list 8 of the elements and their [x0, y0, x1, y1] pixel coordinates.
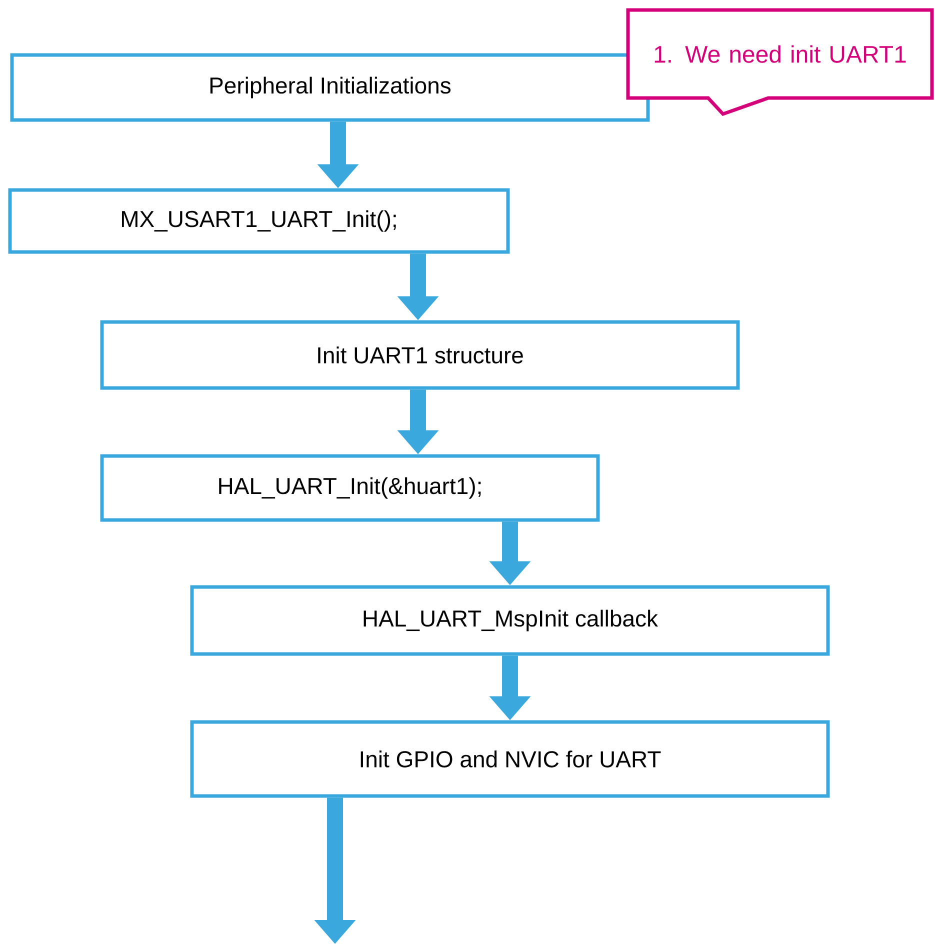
process-box: MX_USART1_UART_Init(); [8, 188, 510, 254]
node-label: 1. We need init UART1 [654, 45, 906, 63]
process-box: HAL_UART_MspInit callback [190, 585, 830, 656]
process-box: Init GPIO and NVIC for UART [190, 720, 830, 798]
callout: 1. We need init UART1 [626, 8, 934, 116]
process-box: Init UART1 structure [100, 320, 740, 390]
process-box: Peripheral Initializations [10, 53, 650, 122]
process-box: HAL_UART_Init(&huart1); [100, 454, 600, 522]
